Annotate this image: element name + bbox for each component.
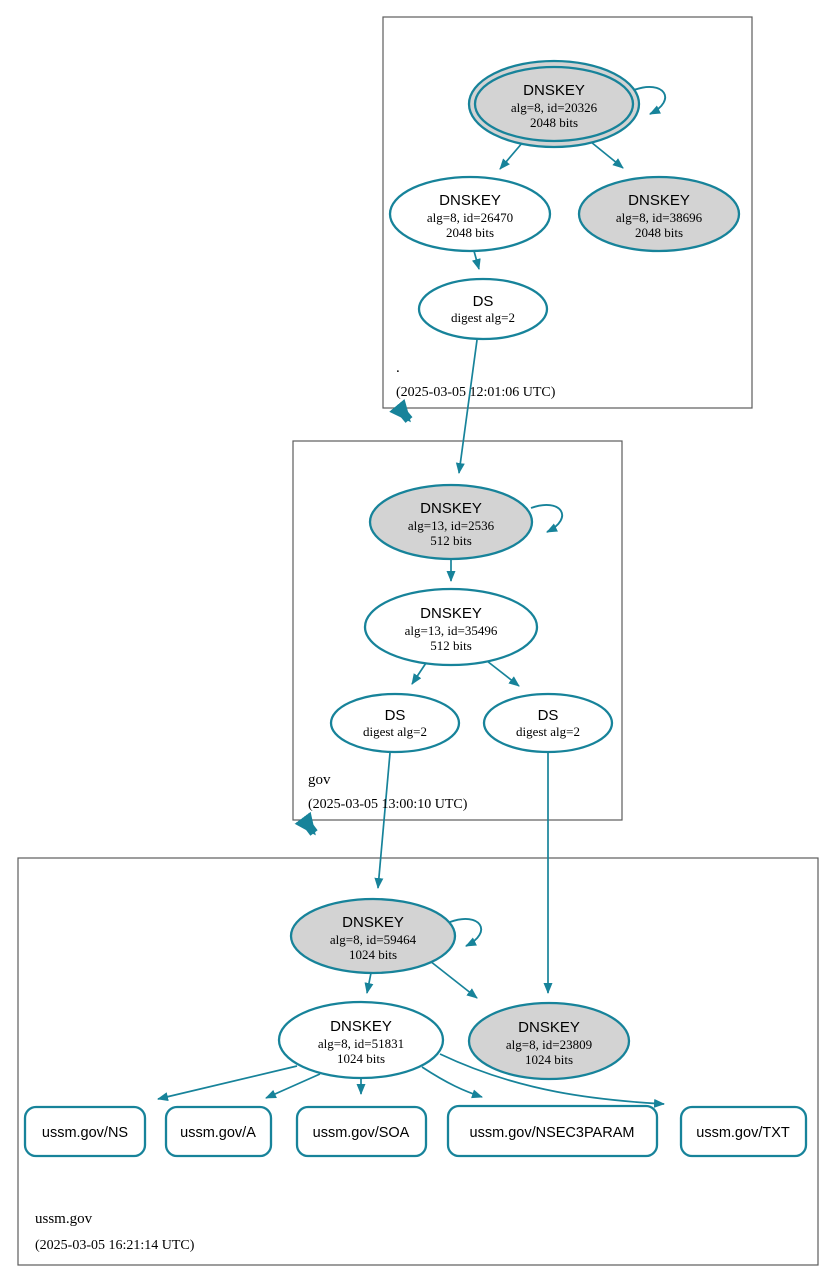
ds-node-gov-2[interactable]: DS digest alg=2 [482,692,614,754]
dnskey-gov-zsk-ellipse [363,587,539,667]
edge-ussm-zsk-to-nsec3param [421,1066,483,1099]
node-alg: alg=13, id=35496 [405,623,498,638]
dnskey-node-ussm-ksk-59464[interactable]: DNSKEY alg=8, id=59464 1024 bits [289,897,457,975]
node-title: DNSKEY [518,1019,580,1036]
node-alg: alg=8, id=20326 [511,100,598,115]
node-alg: alg=8, id=38696 [616,210,703,225]
node-title: DNSKEY [523,82,585,99]
dnskey-node-root-38696[interactable]: DNSKEY alg=8, id=38696 2048 bits [577,175,741,253]
rrset-node-ussm-gov-nsec3param[interactable]: ussm.gov/NSEC3PARAM [446,1104,659,1158]
edge-ussm-ksk-to-key3 [429,960,478,999]
edge-gov-zsk-to-ds1 [411,662,427,685]
node-bits: 2048 bits [446,225,494,240]
dnskey-ussm-key3-ellipse [467,1001,631,1081]
node-alg: alg=8, id=59464 [330,932,417,947]
self-loop-ussm-ksk [449,917,483,947]
rrset-label: ussm.gov/NS [42,1125,128,1141]
edge-gov-ds1-to-ussm-ksk [374,752,391,889]
rrset-node-ussm-gov-a[interactable]: ussm.gov/A [164,1105,273,1158]
edge-root-zsk-to-ds [471,250,481,270]
zone-timestamp-gov: (2025-03-05 13:00:10 UTC) [308,797,468,812]
node-alg: alg=8, id=51831 [318,1036,404,1051]
dnskey-root-ksk-outer-ring [467,59,641,149]
node-alg: alg=8, id=23809 [506,1037,592,1052]
node-bits: 512 bits [430,638,472,653]
zone-timestamp-root: (2025-03-05 12:01:06 UTC) [396,385,556,400]
dnskey-node-root-ksk-20326[interactable]: DNSKEY alg=8, id=20326 2048 bits [467,59,641,149]
rrset-soa-rect [295,1105,428,1158]
node-title: DNSKEY [330,1018,392,1035]
dnskey-node-gov-zsk-35496[interactable]: DNSKEY alg=13, id=35496 512 bits [363,587,539,667]
ds-gov-1-ellipse [329,692,461,754]
dnskey-gov-ksk-ellipse [368,483,534,561]
node-bits: 1024 bits [525,1052,573,1067]
edge-ussm-zsk-to-a [265,1073,321,1099]
rrset-label: ussm.gov/NSEC3PARAM [470,1125,635,1141]
node-bits: 2048 bits [635,225,683,240]
node-bits: 2048 bits [530,115,578,130]
rrset-label: ussm.gov/A [180,1125,256,1141]
zone-name-ussm-gov: ussm.gov [35,1211,93,1227]
zone-timestamp-ussm-gov: (2025-03-05 16:21:14 UTC) [35,1238,195,1253]
node-title: DS [538,707,559,724]
node-alg: alg=8, id=26470 [427,210,513,225]
dnskey-node-root-zsk-26470[interactable]: DNSKEY alg=8, id=26470 2048 bits [388,175,552,253]
edge-gov-zsk-to-ds2 [486,660,520,687]
edge-root-ds-to-gov-ksk [455,339,478,474]
node-title: DNSKEY [628,192,690,209]
ds-node-gov-1[interactable]: DS digest alg=2 [329,692,461,754]
node-title: DS [385,707,406,724]
node-alg: alg=13, id=2536 [408,518,495,533]
ds-root-ellipse [417,277,549,341]
dnskey-node-gov-ksk-2536[interactable]: DNSKEY alg=13, id=2536 512 bits [368,483,534,561]
ds-node-root[interactable]: DS digest alg=2 [417,277,549,341]
edge-ussm-zsk-to-ns [157,1065,298,1102]
dnskey-ussm-ksk-ellipse [289,897,457,975]
rrset-node-ussm-gov-ns[interactable]: ussm.gov/NS [23,1105,147,1158]
dnskey-ussm-zsk-ellipse [277,1000,445,1080]
zone-name-gov: gov [308,772,331,788]
node-bits: 512 bits [430,533,472,548]
node-title: DNSKEY [420,500,482,517]
node-bits: 1024 bits [337,1051,385,1066]
rrset-a-rect [164,1105,273,1158]
dnskey-root-key3-ellipse [577,175,741,253]
ds-gov-2-ellipse [482,692,614,754]
edge-ussm-ksk-to-zsk [364,972,374,994]
zone-box-root [382,16,753,409]
edge-root-ksk-to-key3 [590,141,624,169]
rrset-node-ussm-gov-txt[interactable]: ussm.gov/TXT [679,1105,808,1158]
node-alg: digest alg=2 [516,724,580,739]
node-bits: 1024 bits [349,947,397,962]
node-title: DNSKEY [439,192,501,209]
rrset-txt-rect [679,1105,808,1158]
delegation-arrow-root-to-gov [389,399,413,423]
edge-ussm-zsk-to-txt [439,1053,665,1108]
dnskey-node-ussm-23809[interactable]: DNSKEY alg=8, id=23809 1024 bits [467,1001,631,1081]
delegation-arrow-gov-to-ussm [294,811,318,836]
rrset-nsec3param-rect [446,1104,659,1158]
self-loop-root-ksk [633,85,667,115]
node-alg: digest alg=2 [451,310,515,325]
rrset-label: ussm.gov/SOA [313,1125,410,1141]
zone-box-ussm-gov [17,857,819,1266]
dnskey-root-zsk-ellipse [388,175,552,253]
zone-name-root: . [396,360,400,376]
node-title: DNSKEY [420,605,482,622]
self-loop-gov-ksk [530,503,564,533]
rrset-node-ussm-gov-soa[interactable]: ussm.gov/SOA [295,1105,428,1158]
node-title: DS [473,293,494,310]
rrset-label: ussm.gov/TXT [696,1125,790,1141]
node-alg: digest alg=2 [363,724,427,739]
edge-root-ksk-to-zsk [499,141,524,170]
node-title: DNSKEY [342,914,404,931]
dnskey-root-ksk-inner-ring [473,65,635,143]
rrset-ns-rect [23,1105,147,1158]
dnskey-node-ussm-zsk-51831[interactable]: DNSKEY alg=8, id=51831 1024 bits [277,1000,445,1080]
zone-box-gov [292,440,623,821]
